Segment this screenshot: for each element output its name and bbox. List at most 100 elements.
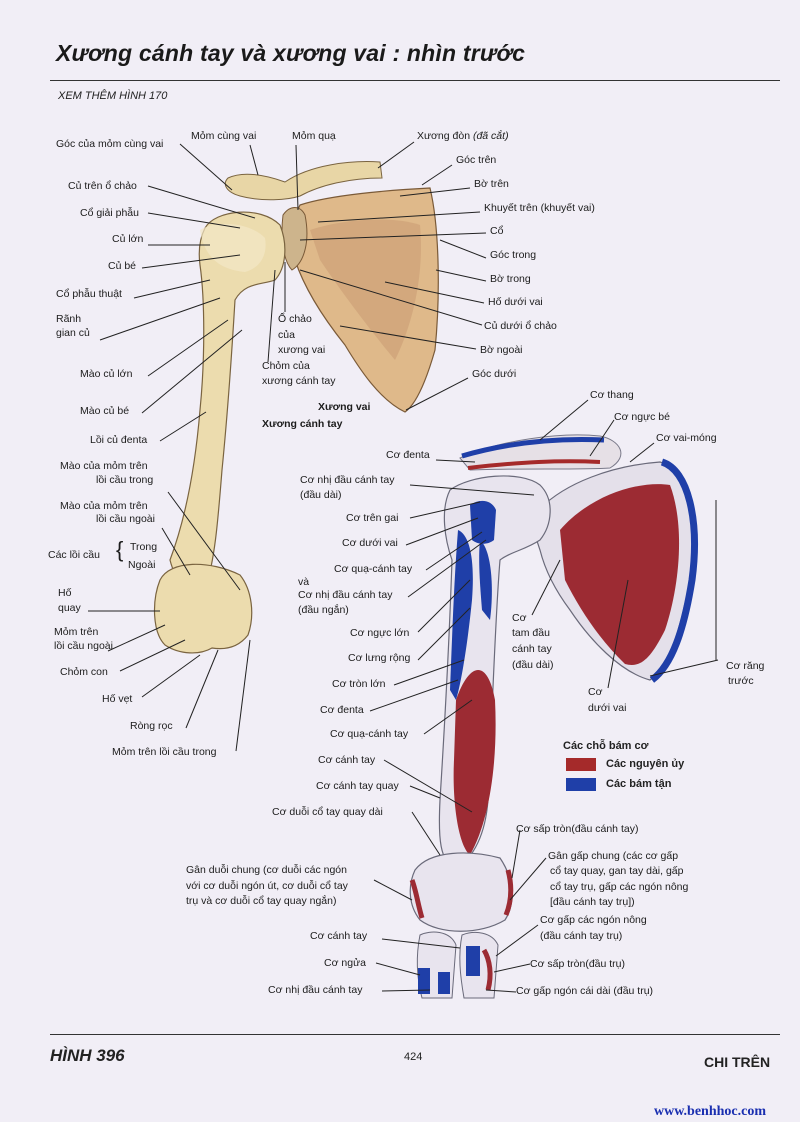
label-co-nguc-be: Cơ ngực bé [614,411,670,423]
label-co-canh-tay: Cơ cánh tay [318,754,376,766]
label-tam-dau-3: cánh tay [512,643,552,655]
label-trong: Trong [130,541,158,553]
legend-label-origin: Các nguyên ủy [606,758,685,770]
figure-number: HÌNH 396 [50,1046,125,1065]
label-gian-cu: gian củ [56,327,90,339]
label-co-rang-truoc-1: Cơ răng [726,660,765,672]
legend-title: Các chỗ bám cơ [563,740,649,752]
label-co-vai-mong: Cơ vai-móng [656,432,717,444]
label-goc-trong: Góc trong [490,249,537,261]
page-number: 424 [404,1051,423,1063]
label-gap-nong-2: (đầu cánh tay trụ) [540,930,623,942]
label-mao-tren-ngoai-1: Mào của mỏm trên [60,500,148,512]
label-co-thang: Cơ thang [590,389,634,401]
watermark-link[interactable]: www.benhhoc.com [654,1104,767,1119]
label-khuyet-tren: Khuyết trên (khuyết vai) [484,202,595,214]
label-cu-tren-o-chao: Củ trên ổ chảo [68,180,137,192]
label-xuong-don-text: Xương đòn [417,130,471,142]
label-cu-be: Củ bé [108,260,137,272]
label-gap-nong-1: Cơ gấp các ngón nông [540,914,647,926]
label-mao-cu-lon: Mào củ lớn [80,368,133,380]
bone-figure [153,161,439,654]
label-o-chao-3: xương vai [278,344,326,356]
label-cu-duoi-o-chao: Củ dưới ổ chảo [484,320,557,332]
label-co-sap-tron-tru: Cơ sấp tròn(đầu trụ) [530,958,626,970]
label-ranh: Rãnh [56,313,82,325]
label-chom-2: xương cánh tay [262,375,336,387]
label-co: Cổ [490,225,504,237]
legend-swatch-insertion [566,778,596,791]
label-co-duoi-vai-left: Cơ dưới vai [342,537,398,549]
label-nhi-dau-ngan-2: (đầu ngắn) [298,604,349,616]
label-co-denta-mid: Cơ đenta [320,704,364,716]
label-va: và [298,576,310,588]
label-co-qua-canh-tay-2: Cơ quạ-cánh tay [330,728,409,740]
label-mom-qua: Mỏm quạ [292,130,336,142]
label-mao-tren-trong-2: lồi cầu trong [96,474,154,486]
label-tam-dau-2: tam đầu [512,627,550,639]
label-nhi-dau-ngan-1: Cơ nhị đầu cánh tay [298,589,393,601]
label-co-gap-ngon-cai: Cơ gấp ngón cái dài (đầu trụ) [516,985,654,997]
label-co-qua-canh-tay: Cơ quạ-cánh tay [334,563,413,575]
label-co-duoi-co-tay-quay-dai: Cơ duỗi cổ tay quay dài [272,806,383,818]
label-gan-duoi-2: với cơ duỗi ngón út, cơ duỗi cổ tay [186,880,348,892]
label-duoi-vai-2: dưới vai [588,702,627,714]
label-mao-tren-trong-1: Mào của mỏm trên [60,460,148,472]
top-rule [50,80,780,81]
label-duoi-vai-1: Cơ [588,686,603,698]
label-o-chao-1: Ổ chảo [278,313,312,325]
label-co-rang-truoc-2: trước [728,675,754,687]
label-gan-gap-4: [đầu cánh tay trụ]) [550,896,635,908]
label-bo-tren: Bờ trên [474,178,509,190]
label-gan-gap-3: cổ tay trụ, gấp các ngón nông [550,881,689,893]
label-co-nguc-lon: Cơ ngực lớn [350,627,410,639]
bottom-rule [50,1034,780,1035]
legend-swatch-origin [566,758,596,771]
label-gan-duoi-3: trụ và cơ duỗi cổ tay quay ngắn) [186,895,337,907]
label-o-chao-2: của [278,329,295,341]
label-co-tren-gai: Cơ trên gai [346,512,399,524]
label-mom-tren-ngoai-1: Mỏm trên [54,626,99,638]
label-cu-lon: Củ lớn [112,233,144,245]
label-ho-2: quay [58,602,81,614]
page-title: Xương cánh tay và xương vai : nhìn trước [56,40,526,66]
label-tam-dau-1: Cơ [512,612,527,624]
label-co-canh-tay-quay: Cơ cánh tay quay [316,780,399,792]
leader-lines [88,141,719,993]
label-xuong-don: Xương đòn (đã cắt) [417,130,509,143]
label-mom-tren-ngoai-2: lồi cầu ngoài [54,640,113,652]
label-co-denta-top: Cơ đenta [386,449,430,461]
label-xuong-canh-tay: Xương cánh tay [262,418,343,430]
label-chom-con: Chỏm con [60,666,108,678]
label-loi-cu-denta: Lồi củ đenta [90,434,148,446]
label-gan-gap-1: Gân gấp chung (các cơ gấp [548,850,679,862]
label-co-canh-tay-bottom: Cơ cánh tay [310,930,368,942]
see-also-note: XEM THÊM HÌNH 170 [58,90,168,102]
label-tam-dau-4: (đầu dài) [512,659,554,671]
label-ho-vet: Hố vẹt [102,693,133,705]
label-goc-tren: Góc trên [456,154,497,166]
label-bo-ngoai: Bờ ngoài [480,344,523,356]
label-xuong-don-note: (đã cắt) [472,130,509,142]
label-co-giai-phau: Cổ giải phẫu [80,207,139,219]
label-nhi-dau-dai-1: Cơ nhị đầu cánh tay [300,474,395,486]
label-xuong-vai: Xương vai [318,401,371,413]
label-co-tron-lon: Cơ tròn lớn [332,678,386,690]
label-ngoai: Ngoài [128,559,156,571]
label-mom-cung-vai: Mỏm cùng vai [191,130,257,142]
label-rong-roc: Ròng rọc [130,720,173,732]
brace-icon: { [116,537,124,562]
label-mom-tren-trong: Mỏm trên lồi cầu trong [112,746,217,758]
label-gan-gap-2: cổ tay quay, gan tay dài, gấp [550,865,684,877]
label-cac-loi-cau: Các lồi cầu [48,549,100,561]
label-ho-duoi-vai: Hố dưới vai [488,296,543,308]
label-co-lung-rong: Cơ lưng rộng [348,652,411,664]
label-ho-1: Hố [58,587,72,599]
label-mao-tren-ngoai-2: lồi cầu ngoài [96,513,155,525]
label-co-ngua: Cơ ngửa [324,957,366,969]
label-bo-trong: Bờ trong [490,273,531,285]
label-nhi-dau-dai-2: (đầu dài) [300,489,342,501]
label-co-nhi-dau-bottom: Cơ nhị đầu cánh tay [268,984,363,996]
section-name: CHI TRÊN [704,1054,771,1070]
